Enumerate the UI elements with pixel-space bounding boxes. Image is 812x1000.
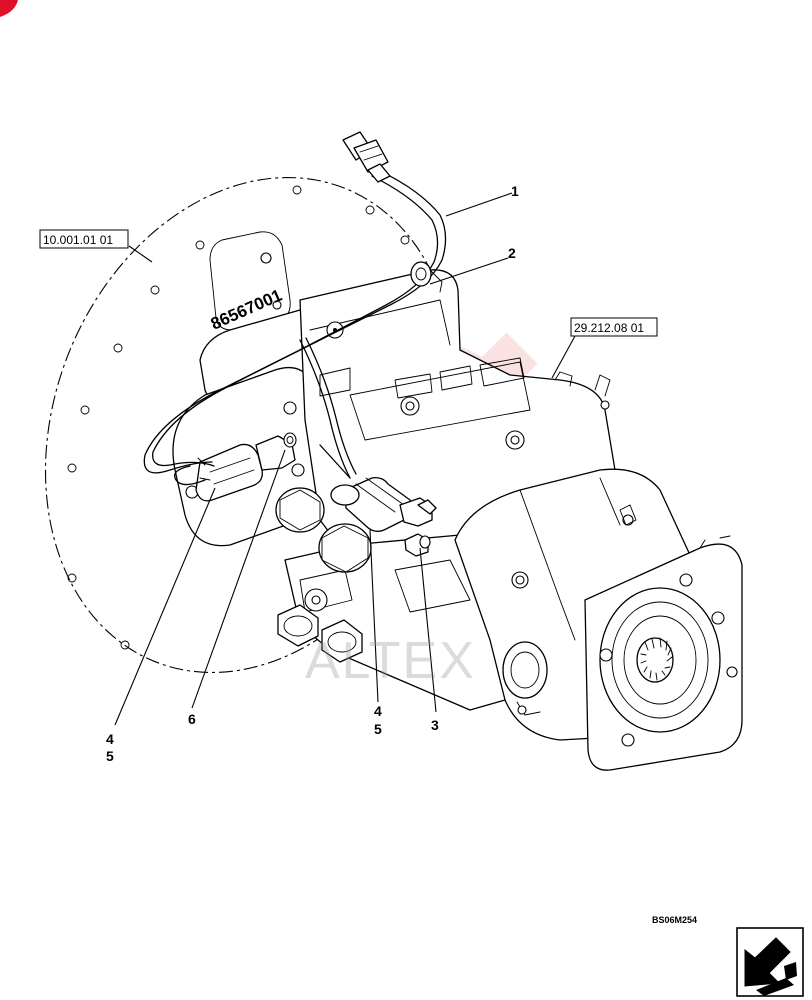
sensor-left: [195, 432, 297, 502]
drawing-code: BS06M254: [652, 915, 697, 925]
reference-right-text: 29.212.08 01: [574, 321, 644, 335]
callout-6: 6: [188, 711, 196, 727]
callout-labels: 1 2 3 4 5 6 4 5: [106, 183, 519, 764]
hex-plugs: [275, 484, 372, 663]
callout-4-center: 4: [374, 703, 382, 719]
callout-4-left: 4: [106, 731, 114, 747]
callout-5-center: 5: [374, 721, 382, 737]
leader-lines: [114, 192, 576, 726]
reference-box-right[interactable]: 29.212.08 01: [570, 317, 658, 337]
callout-5-left: 5: [106, 748, 114, 764]
callout-1: 1: [511, 183, 519, 199]
callout-3: 3: [431, 717, 439, 733]
callout-2: 2: [508, 245, 516, 261]
watermark-text: ALTEX: [305, 632, 476, 690]
sensor-center: [344, 476, 437, 557]
pump-housing: [172, 269, 743, 771]
corner-mark: [0, 0, 18, 17]
wiring-harness: [143, 131, 447, 486]
reference-left-text: 10.001.01 01: [43, 233, 113, 247]
arrow-page-icon[interactable]: [736, 927, 804, 997]
reference-box-left[interactable]: 10.001.01 01: [39, 229, 129, 249]
